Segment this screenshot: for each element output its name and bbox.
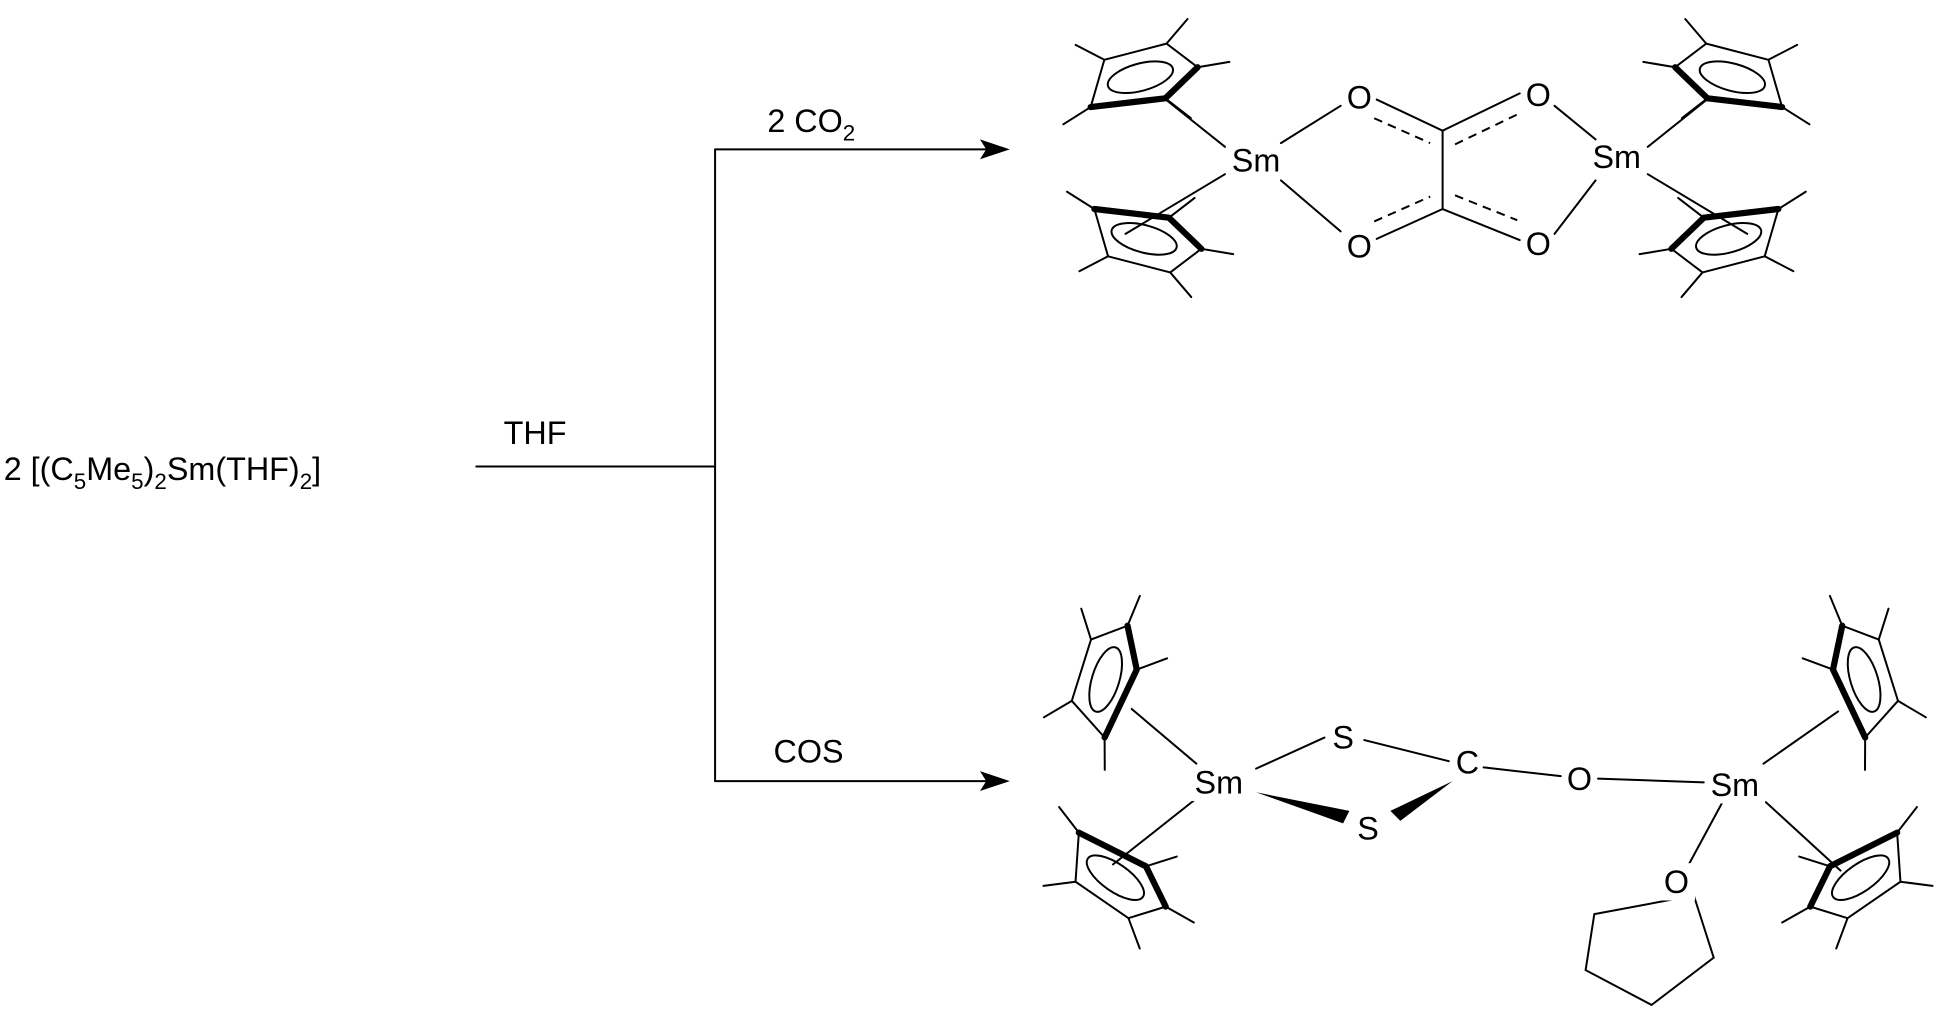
subscript: 2: [154, 469, 166, 494]
methyl-bond: [1127, 917, 1141, 950]
formula-text: Sm(THF): [167, 451, 300, 487]
methyl-bond: [1763, 255, 1795, 273]
cp-star-ring: [1801, 594, 1927, 771]
methyl-bond: [1168, 196, 1196, 219]
methyl-bond: [1058, 806, 1080, 834]
methyl-bond: [1767, 43, 1799, 61]
formula-text: 2 CO: [767, 103, 842, 139]
methyl-bond: [1200, 247, 1235, 256]
atom-label-sm: Sm: [1232, 143, 1281, 179]
methyl-bond: [1080, 607, 1093, 641]
subscript: 5: [74, 469, 86, 494]
methyl-bond: [1777, 190, 1807, 211]
cp-star-ring: [1638, 190, 1807, 299]
cp-star-ring: [1042, 806, 1195, 950]
starting-material-formula: 2 [(C5Me5)2Sm(THF)2]: [4, 451, 321, 494]
methyl-bond: [1896, 806, 1918, 834]
methyl-bond: [1074, 43, 1106, 61]
cp-star-ring: [1042, 594, 1169, 771]
methyl-bond: [1828, 594, 1844, 627]
methyl-bond: [1781, 905, 1812, 924]
thf-ring: [1584, 894, 1715, 1007]
pentamethylcyclopentadienyl-rings: [1042, 17, 1934, 950]
methyl-bond: [1680, 271, 1704, 299]
methyl-bond: [1864, 736, 1867, 771]
atom-label-o: O: [1664, 864, 1689, 900]
methyl-bond: [1835, 917, 1849, 950]
methyl-bond: [1899, 880, 1934, 887]
atom-label-o: O: [1567, 761, 1592, 797]
atom-label-o: O: [1526, 226, 1551, 262]
methyl-bond: [1164, 97, 1192, 120]
branching-arrow: [475, 139, 1010, 792]
formula-text: 2 [(C: [4, 451, 74, 487]
subscript: 2: [843, 121, 855, 146]
methyl-bond: [1164, 905, 1195, 924]
methyl-bond: [1680, 97, 1709, 120]
bottom-reagent-label: COS: [774, 733, 844, 769]
methyl-bond: [1798, 855, 1832, 868]
methyl-bond: [1062, 106, 1092, 126]
atom-label-s: S: [1332, 720, 1354, 756]
cp-star-ring: [1062, 17, 1231, 126]
atom-label-c: C: [1456, 745, 1479, 781]
formula-text: ): [144, 451, 155, 487]
methyl-bond: [1042, 880, 1077, 887]
atom-label-s: S: [1357, 811, 1379, 847]
atom-label-sm: Sm: [1711, 767, 1760, 803]
methyl-bond: [1126, 594, 1141, 627]
formula-text: Me: [86, 451, 131, 487]
methyl-bond: [1677, 196, 1705, 219]
atom-label-sm: Sm: [1195, 765, 1244, 801]
methyl-bond: [1135, 657, 1169, 671]
wedge-bond: [1256, 792, 1350, 824]
subscript: 2: [300, 469, 312, 494]
methyl-bond: [1196, 60, 1231, 69]
cp-star-ring: [1066, 190, 1235, 299]
methyl-bond: [1169, 271, 1193, 299]
formula-text: ]: [312, 451, 321, 487]
cp-star-ring: [1642, 17, 1811, 126]
methyl-bond: [1165, 17, 1189, 45]
methyl-bond: [1103, 736, 1106, 771]
atom-label-o: O: [1347, 229, 1372, 265]
methyl-bond: [1066, 190, 1096, 211]
atom-label-sm: Sm: [1592, 139, 1641, 175]
wedge-bond: [1390, 781, 1453, 821]
methyl-bond: [1638, 247, 1673, 256]
methyl-bond: [1642, 60, 1677, 69]
methyl-bond: [1078, 255, 1110, 273]
arrowhead-bottom: [979, 771, 1010, 792]
methyl-bond: [1144, 855, 1178, 868]
methyl-bond: [1877, 607, 1890, 641]
solvent-label: THF: [504, 415, 567, 451]
methyl-bond: [1781, 106, 1811, 126]
subscript: 5: [131, 469, 143, 494]
methyl-bond: [1042, 699, 1073, 719]
atom-label-o: O: [1347, 79, 1372, 115]
cp-star-ring: [1781, 806, 1934, 950]
samarium-oxalate-product: [1124, 92, 1749, 242]
atom-label-o: O: [1526, 77, 1551, 113]
arrowhead-top: [979, 139, 1010, 160]
top-reagent-label: 2 CO2: [767, 103, 855, 146]
methyl-bond: [1684, 17, 1708, 45]
methyl-bond: [1896, 699, 1927, 719]
methyl-bond: [1801, 657, 1835, 671]
